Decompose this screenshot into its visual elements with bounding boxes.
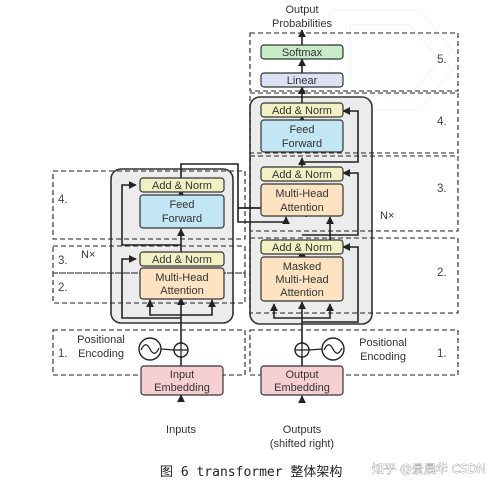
region-right-4 xyxy=(249,92,459,154)
linear-label: Linear xyxy=(287,75,318,87)
encoder-add-norm-top-label: Add & Norm xyxy=(152,180,212,192)
positional-right-line1: Positional xyxy=(359,337,407,349)
decoder-add-norm-bottom xyxy=(260,239,344,255)
step-left-4: 4. xyxy=(58,194,68,206)
connectors xyxy=(121,29,359,404)
encoder-add-norm-top xyxy=(139,177,225,193)
decoder-add-norm-top xyxy=(260,102,344,118)
input-embedding-block xyxy=(140,365,224,396)
encoder-mha-line2: Attention xyxy=(160,285,203,297)
encoder-ff-line1: Feed xyxy=(169,199,194,211)
encoder-add-norm-bottom xyxy=(139,251,225,267)
decoder-masked-line2: Multi-Head xyxy=(275,274,328,286)
output-embedding-line2: Embedding xyxy=(274,382,330,394)
outputs-line2: (shifted right) xyxy=(270,438,334,450)
positional-left-line1: Positional xyxy=(77,334,125,346)
encoder-ff-line2: Forward xyxy=(162,213,202,225)
left-sine-icon xyxy=(138,337,162,361)
decoder-add-norm-bottom-label: Add & Norm xyxy=(272,242,332,254)
watermark: 知乎 @景晨华 CSDN @Necther xyxy=(372,462,490,476)
output-probabilities-line1: Output xyxy=(285,4,318,16)
output-probabilities-line2: Probabilities xyxy=(272,18,332,30)
region-right-2 xyxy=(249,237,459,314)
decoder-mha-line2: Attention xyxy=(280,202,323,214)
encoder-multi-head-attention xyxy=(139,267,225,300)
decoder-add-norm-mid-label: Add & Norm xyxy=(272,169,332,181)
step-left-1: 1. xyxy=(58,348,68,360)
decoder-multi-head-attention xyxy=(260,183,344,217)
decoder-mha-line1: Multi-Head xyxy=(275,188,328,200)
step-right-3: 3. xyxy=(437,183,447,195)
right-pe-link xyxy=(308,348,323,351)
decoder-masked-line3: Attention xyxy=(280,287,323,299)
region-right-1 xyxy=(249,329,459,376)
input-embedding-line2: Embedding xyxy=(154,382,210,394)
decoder-feed-forward xyxy=(260,119,344,153)
softmax-label: Softmax xyxy=(282,47,323,59)
decoder-add-norm-top-label: Add & Norm xyxy=(272,105,332,117)
inputs-label: Inputs xyxy=(166,424,196,436)
right-sine-icon xyxy=(321,337,345,361)
region-right-5 xyxy=(249,32,459,92)
step-right-2: 2. xyxy=(437,267,447,279)
decoder-nx-label: N× xyxy=(380,210,394,222)
left-add-icon xyxy=(173,342,189,358)
region-left-4 xyxy=(52,170,246,240)
decoder-ff-line2: Forward xyxy=(282,138,322,150)
step-right-1: 1. xyxy=(437,348,447,360)
positional-left-line2: Encoding xyxy=(78,348,124,360)
decoder-add-norm-mid xyxy=(260,166,344,182)
step-right-4: 4. xyxy=(437,116,447,128)
step-left-2: 2. xyxy=(58,282,68,294)
input-embedding-line1: Input xyxy=(170,369,194,381)
right-add-icon xyxy=(294,342,310,358)
encoder-mha-line1: Multi-Head xyxy=(155,272,208,284)
encoder-add-norm-bottom-label: Add & Norm xyxy=(152,254,212,266)
decoder-ff-line1: Feed xyxy=(289,124,314,136)
left-pe-link xyxy=(160,348,175,351)
encoder-feed-forward xyxy=(139,194,225,229)
linear-block xyxy=(260,72,344,88)
decoder-masked-attention xyxy=(260,256,344,302)
output-embedding-line1: Output xyxy=(285,369,318,381)
softmax-block xyxy=(260,44,344,60)
step-left-3: 3. xyxy=(58,255,68,267)
encoder-nx-label: N× xyxy=(81,249,95,261)
output-embedding-block xyxy=(260,365,344,396)
step-right-5: 5. xyxy=(437,54,447,66)
outputs-line1: Outputs xyxy=(283,424,322,436)
region-right-3 xyxy=(249,155,459,232)
decoder-masked-line1: Masked xyxy=(283,261,322,273)
figure-caption: 图 6 transformer 整体架构 xyxy=(160,465,342,480)
positional-right-line2: Encoding xyxy=(360,351,406,363)
